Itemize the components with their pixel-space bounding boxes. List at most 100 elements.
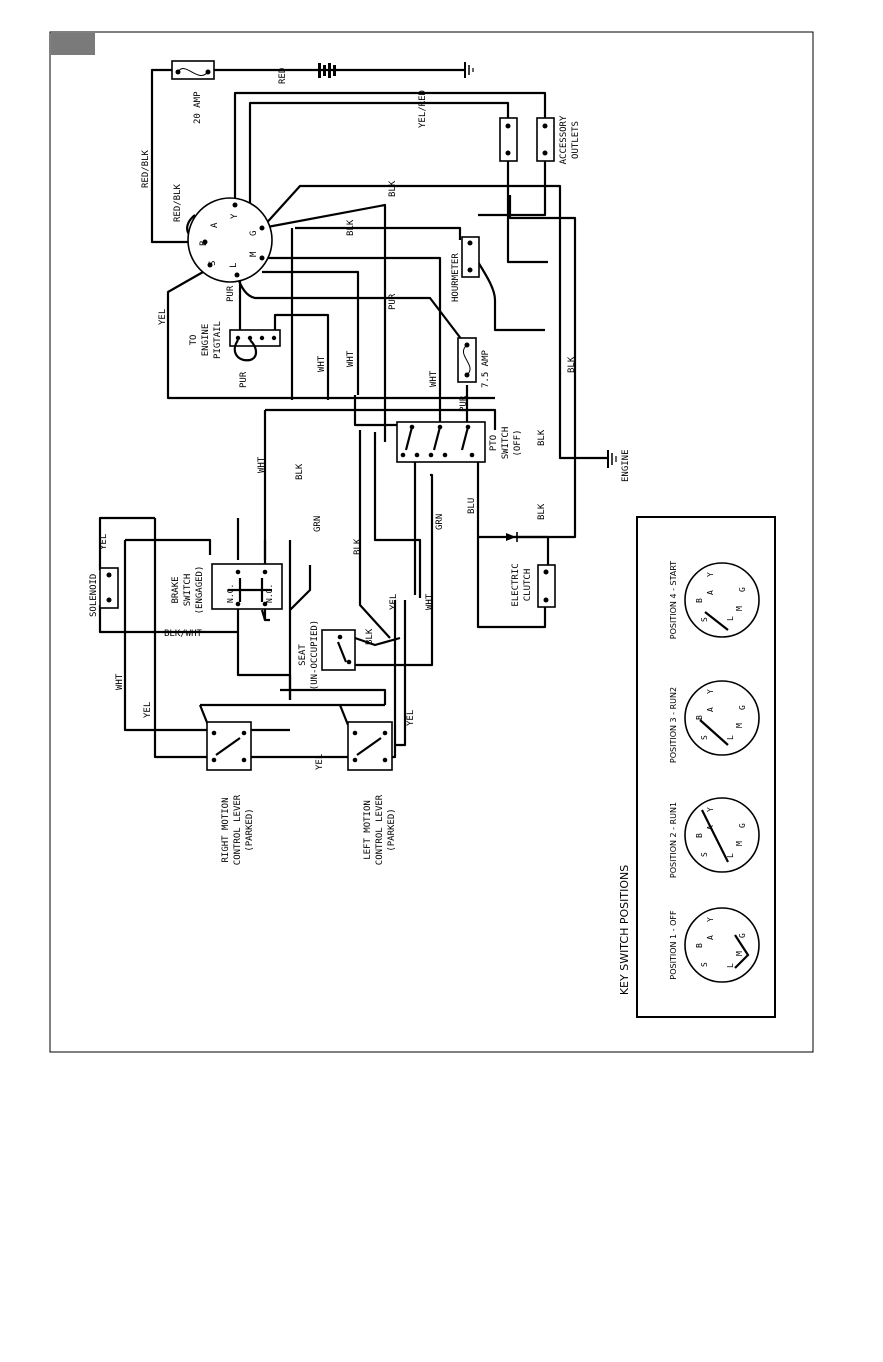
wire-grn-label-1: GRN <box>313 516 323 532</box>
brake-switch: N.C. N.O. <box>211 563 283 610</box>
wire-blk-label-1: BLK <box>388 180 398 197</box>
svg-text:PTO: PTO <box>489 435 499 451</box>
battery-icon <box>318 63 336 78</box>
svg-text:Y: Y <box>706 917 715 922</box>
svg-text:A: A <box>210 222 220 228</box>
ground-icon <box>464 62 474 78</box>
svg-text:Y: Y <box>706 572 715 577</box>
wire-blk-label-3: BLK <box>567 356 577 373</box>
svg-text:M: M <box>735 841 744 846</box>
svg-text:L: L <box>229 263 239 268</box>
key-switch-positions-panel: KEY SWITCH POSITIONS POSITION 4 - START … <box>618 516 776 1018</box>
wire-yel-red-label: YEL/RED <box>418 90 428 128</box>
svg-text:OUTLETS: OUTLETS <box>571 121 581 159</box>
svg-text:G: G <box>738 823 747 828</box>
svg-text:N.O.: N.O. <box>265 584 274 603</box>
wire-blk-label-5: BLK <box>295 463 305 480</box>
svg-text:ELECTRIC: ELECTRIC <box>511 563 521 606</box>
svg-text:POSITION 3 - RUN2: POSITION 3 - RUN2 <box>669 687 678 763</box>
wire-wht-label-3: WHT <box>429 370 439 387</box>
svg-text:M: M <box>735 723 744 728</box>
engine-label: ENGINE <box>621 449 631 482</box>
electric-clutch-label: ELECTRIC CLUTCH <box>511 563 533 606</box>
solenoid <box>99 567 119 609</box>
svg-text:(PARKED): (PARKED) <box>387 808 397 851</box>
left-lever-label: LEFT MOTION CONTROL LEVER (PARKED) <box>363 794 397 865</box>
svg-text:A: A <box>706 590 715 595</box>
svg-text:M: M <box>249 251 259 257</box>
svg-text:A: A <box>706 935 715 940</box>
svg-text:A: A <box>706 707 715 712</box>
svg-text:G: G <box>738 933 747 938</box>
wire-yel-label-1: YEL <box>158 309 168 325</box>
svg-text:B: B <box>199 241 209 246</box>
key-position-2: POSITION 2 - RUN1 S B A Y G M L <box>669 797 760 878</box>
svg-text:SEAT: SEAT <box>298 644 308 666</box>
svg-text:(UN-OCCUPIED): (UN-OCCUPIED) <box>310 620 320 690</box>
wire-red-blk-label: RED/BLK <box>141 149 151 188</box>
wire-yel-label-5: YEL <box>406 710 416 726</box>
svg-text:L: L <box>726 963 735 968</box>
solenoid-label: SOLENOID <box>89 574 99 617</box>
svg-text:S: S <box>700 735 709 740</box>
svg-text:B: B <box>695 943 704 948</box>
wire-wht-label-2: WHT <box>346 350 356 367</box>
svg-text:S: S <box>208 261 218 266</box>
svg-text:B: B <box>695 833 704 838</box>
wire-yel-label-6: YEL <box>315 754 325 770</box>
accessory-outlet-1 <box>499 117 518 162</box>
hourmeter <box>461 236 480 278</box>
svg-text:CONTROL LEVER: CONTROL LEVER <box>375 794 385 865</box>
svg-text:L: L <box>726 735 735 740</box>
brake-switch-label: BRAKE SWITCH (ENGAGED) <box>171 566 205 615</box>
wire-blk-label-6: BLK <box>537 503 547 520</box>
fuse-20-label: 20 AMP <box>193 91 203 124</box>
wire-pur-label-4: PUR <box>459 395 469 412</box>
wire-wht-label-5: WHT <box>425 593 435 610</box>
fuse-20-amp <box>171 60 215 80</box>
key-position-3: POSITION 3 - RUN2 S B A Y G M L <box>669 680 760 763</box>
svg-text:G: G <box>249 231 259 236</box>
svg-text:Y: Y <box>230 213 240 219</box>
wire-blk-wht-label: BLK/WHT <box>164 629 203 639</box>
page-corner-tab <box>51 33 95 55</box>
svg-text:SWITCH: SWITCH <box>501 427 511 460</box>
svg-text:ACCESSORY: ACCESSORY <box>559 115 569 164</box>
svg-text:POSITION 2 - RUN1: POSITION 2 - RUN1 <box>669 802 678 878</box>
pto-switch <box>396 421 486 463</box>
svg-text:Y: Y <box>706 807 715 812</box>
seat-switch <box>321 629 356 671</box>
svg-text:B: B <box>695 715 704 720</box>
svg-text:ENGINE: ENGINE <box>201 324 211 357</box>
wire-blk-label-8: BLK <box>365 628 375 645</box>
key-switch-title: KEY SWITCH POSITIONS <box>618 865 631 995</box>
svg-text:M: M <box>735 951 744 956</box>
key-position-1: POSITION 1 - OFF S B A Y G M L <box>669 907 760 983</box>
seat-switch-label: SEAT (UN-OCCUPIED) <box>298 620 320 690</box>
engine-pigtail-label: TO ENGINE PIGTAIL <box>189 321 223 359</box>
wire-grn-label-2: GRN <box>435 514 445 530</box>
svg-text:CLUTCH: CLUTCH <box>523 569 533 602</box>
svg-text:G: G <box>738 705 747 710</box>
wire-wht-label-1: WHT <box>317 355 327 372</box>
wire-pur-label-3: PUR <box>239 371 249 388</box>
svg-text:M: M <box>735 606 744 611</box>
wire-pur-label-1: PUR <box>226 285 236 302</box>
svg-text:N.C.: N.C. <box>226 584 235 603</box>
ignition-switch: B A Y G M L S <box>187 197 273 283</box>
svg-text:BRAKE: BRAKE <box>171 576 181 603</box>
svg-text:POSITION 1 - OFF: POSITION 1 - OFF <box>669 910 678 980</box>
svg-text:POSITION 4 - START: POSITION 4 - START <box>669 561 678 639</box>
svg-text:S: S <box>700 617 709 622</box>
fuse-7-5-label: 7.5 AMP <box>481 349 491 388</box>
wire-blk-label-7: BLK <box>353 538 363 555</box>
engine-pigtail <box>229 329 281 362</box>
svg-text:B: B <box>695 598 704 603</box>
wire-yel-label-4: YEL <box>143 702 153 718</box>
left-lever-switch <box>347 721 393 771</box>
wire-wht-label-6: WHT <box>115 673 125 690</box>
wire-yel-label-2: YEL <box>99 534 109 550</box>
svg-text:LEFT MOTION: LEFT MOTION <box>363 800 373 860</box>
svg-text:(PARKED): (PARKED) <box>245 808 255 851</box>
svg-text:S: S <box>700 852 709 857</box>
